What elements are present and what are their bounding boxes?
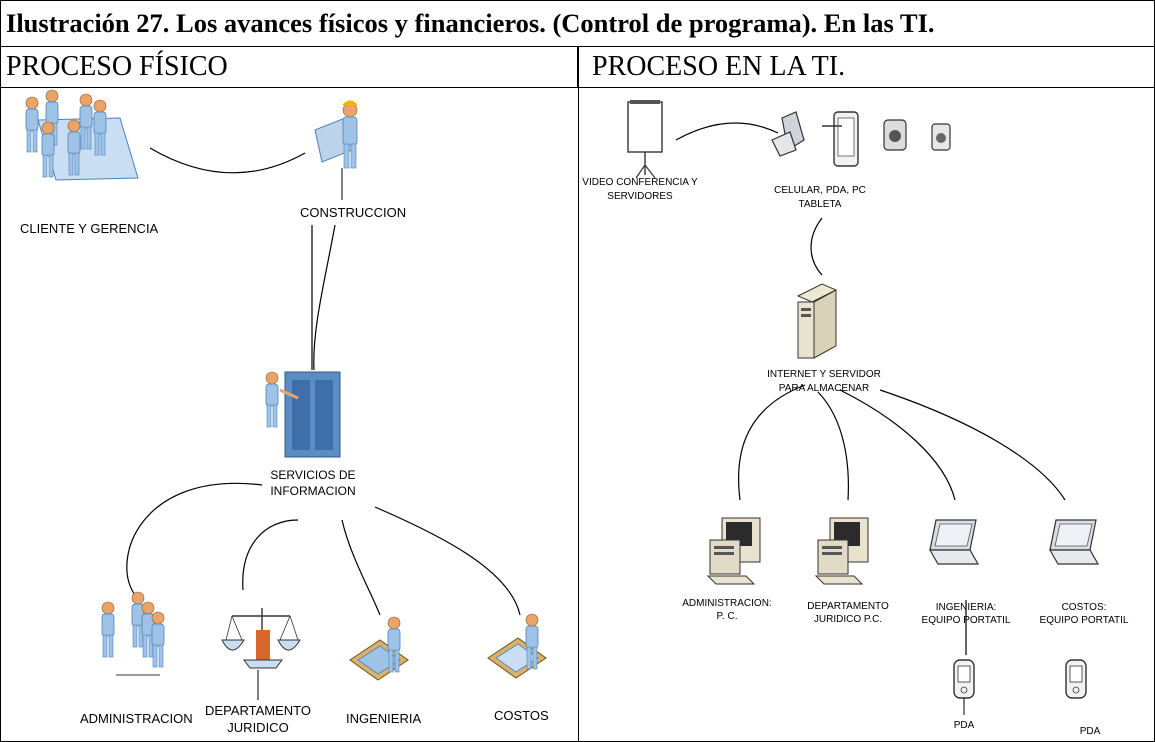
people-group-icon [101, 591, 165, 676]
left-labels: CLIENTE Y GERENCIA CONSTRUCCION SERVICIO… [20, 205, 549, 735]
engineer-blueprint-icon [349, 616, 409, 681]
photo-camera-icon [931, 123, 951, 151]
label-pda-1: PDA [954, 720, 975, 731]
label-admin-2: P. C. [717, 611, 738, 622]
label-cliente: CLIENTE Y GERENCIA [20, 221, 159, 236]
tablet-icon [822, 111, 859, 167]
label-ing-1: INGENIERIA: [936, 602, 997, 613]
costos-blueprint-icon [487, 613, 547, 679]
justice-scales-icon [221, 608, 301, 700]
label-internet-2: PARA ALMACENAR [779, 383, 869, 394]
left-panel-header: PROCESO FÍSICO [0, 47, 578, 88]
label-pda-2: PDA [1080, 726, 1101, 737]
label-cos-1: COSTOS: [1062, 602, 1107, 613]
left-connectors [126, 147, 521, 616]
right-panel-header: PROCESO EN LA TI. [578, 47, 1155, 88]
label-jur-2: JURIDICO P.C. [814, 614, 882, 625]
label-juridico-1: DEPARTAMENTO [205, 703, 311, 718]
tower-server-icon [796, 283, 838, 359]
desktop-pc-icon-admin [707, 517, 761, 585]
label-servicios-2: INFORMACION [270, 484, 355, 498]
label-administracion: ADMINISTRACION [80, 711, 193, 726]
mobile-phone-icon [771, 111, 805, 157]
pda-icon-costos [1065, 659, 1087, 699]
label-celular-2: TABLETA [799, 199, 842, 210]
label-servicios-1: SERVICIOS DE [270, 468, 355, 482]
label-internet-1: INTERNET Y SERVIDOR [767, 369, 881, 380]
label-costos: COSTOS [494, 708, 549, 723]
label-jur-1: DEPARTAMENTO [807, 601, 889, 612]
label-juridico-2: JURIDICO [227, 720, 288, 735]
right-connectors [675, 122, 1066, 655]
label-celular-1: CELULAR, PDA, PC [774, 185, 866, 196]
label-video-1: VIDEO CONFERENCIA Y [582, 177, 698, 188]
video-camera-icon [883, 119, 907, 151]
construction-worker-icon [314, 100, 358, 200]
label-cos-2: EQUIPO PORTATIL [1040, 615, 1129, 626]
right-labels: VIDEO CONFERENCIA Y SERVIDORES CELULAR, … [582, 177, 1129, 737]
label-video-2: SERVIDORES [607, 191, 673, 202]
desktop-pc-icon-juridico [815, 517, 869, 585]
label-ingenieria: INGENIERIA [346, 711, 421, 726]
panel-divider [578, 47, 579, 742]
server-presenter-icon [265, 371, 341, 458]
projector-screen-icon [627, 100, 663, 179]
label-ing-2: EQUIPO PORTATIL [922, 615, 1011, 626]
laptop-icon-ingenieria [929, 519, 979, 565]
laptop-icon-costos [1049, 519, 1099, 565]
meeting-people-icon [25, 89, 139, 181]
figure-title: Ilustración 27. Los avances físicos y fi… [0, 0, 1155, 47]
label-admin-1: ADMINISTRACION: [682, 598, 771, 609]
label-construccion: CONSTRUCCION [300, 205, 406, 220]
pda-icon-ingenieria [953, 659, 975, 715]
